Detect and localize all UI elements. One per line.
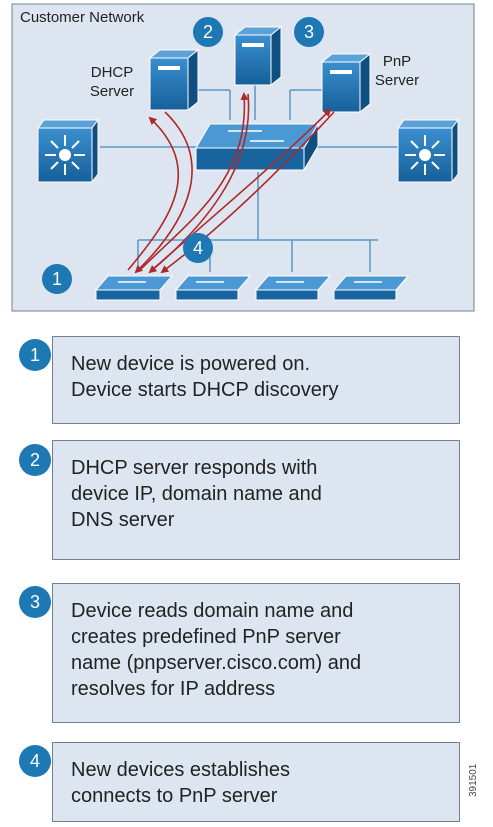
step-2-text: DHCP server responds with device IP, dom… (71, 457, 322, 531)
customer-network-title: Customer Network (20, 9, 145, 26)
access-switch-icon (254, 275, 332, 301)
network-badge-1: 1 (42, 264, 72, 294)
access-switch-icon (332, 275, 410, 301)
step-4-text: New devices establishes connects to PnP … (71, 759, 290, 807)
step-3-text: Device reads domain name and creates pre… (71, 600, 362, 700)
pnp-server-label: PnP Server (374, 53, 420, 89)
step-3-box: Device reads domain name and creates pre… (52, 583, 460, 723)
step-1-badge: 1 (19, 339, 51, 371)
right-router-icon (397, 118, 459, 184)
network-badge-4: 4 (183, 233, 213, 263)
dhcp-server-icon (148, 48, 200, 112)
network-badge-3: 3 (294, 17, 324, 47)
pnp-server-icon (320, 52, 372, 114)
figure-id: 391501 (468, 763, 479, 797)
step-4-badge: 4 (19, 745, 51, 777)
step-2-box: DHCP server responds with device IP, dom… (52, 440, 460, 560)
access-switch-icon (94, 275, 174, 301)
network-links (100, 85, 398, 272)
network-badge-2: 2 (193, 17, 223, 47)
core-switch-icon (195, 122, 319, 172)
step-1-box: New device is powered on. Device starts … (52, 336, 460, 424)
step-4-box: New devices establishes connects to PnP … (52, 742, 460, 822)
dhcp-server-label: DHCP Server (89, 64, 135, 100)
step-3-badge: 3 (19, 586, 51, 618)
middle-server-icon (233, 25, 283, 87)
access-switch-icon (174, 275, 252, 301)
step-2-badge: 2 (19, 444, 51, 476)
step-1-text: New device is powered on. Device starts … (71, 353, 339, 401)
left-router-icon (37, 118, 99, 184)
